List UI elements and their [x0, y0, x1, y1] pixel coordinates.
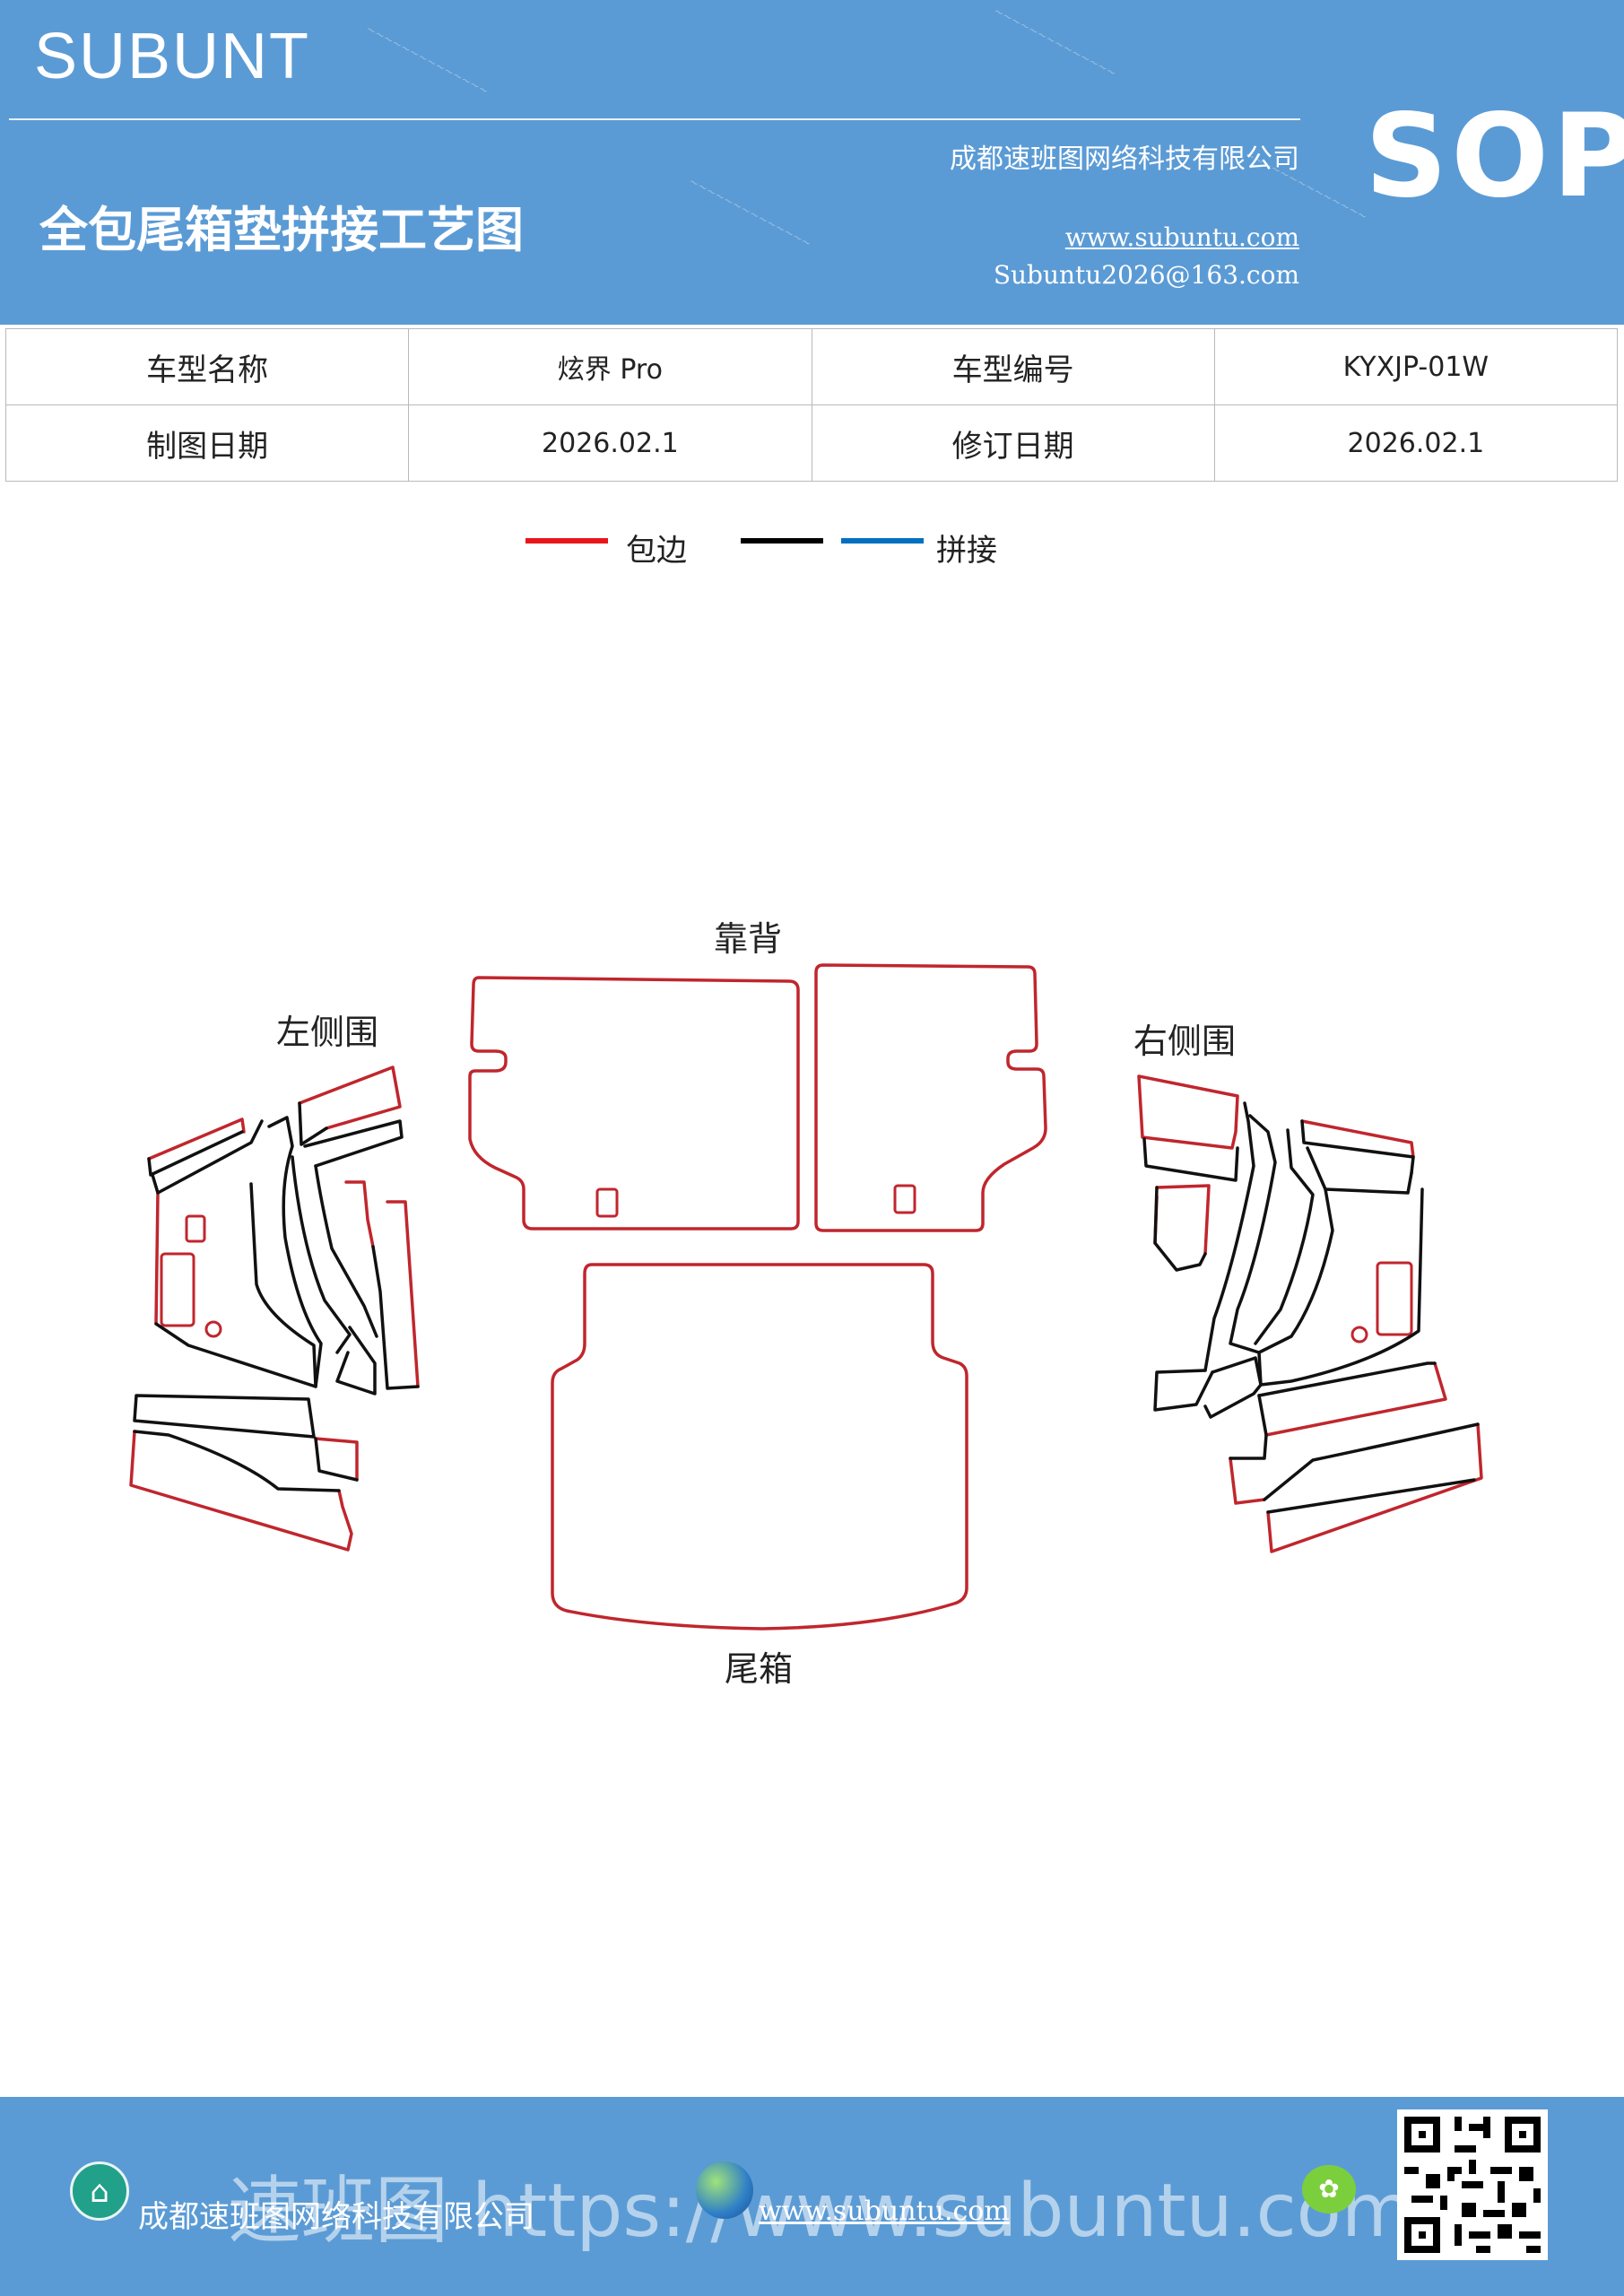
left-side-splice — [291, 1155, 352, 1354]
table-row: 车型名称 炫界 Pro 车型编号 KYXJP-01W — [4, 328, 1619, 405]
legend-edge-swatch — [525, 538, 608, 544]
right-side-splice — [1257, 1187, 1424, 1387]
left-side-splice — [133, 1430, 341, 1492]
right-side-splice — [1263, 1422, 1480, 1501]
left-side-splice — [147, 1130, 244, 1177]
header-divider — [9, 118, 1300, 120]
table-row: 制图日期 2026.02.1 修订日期 2026.02.1 — [4, 404, 1619, 482]
left-side-splice — [267, 1116, 323, 1388]
backrest-left-slot — [595, 1187, 619, 1218]
left-side-splice — [303, 1119, 404, 1168]
model-code-value: KYXJP-01W — [1213, 328, 1619, 405]
left-side-edge — [314, 1437, 359, 1482]
document-title: 全包尾箱垫拼接工艺图 — [39, 201, 524, 258]
left-side-edge — [298, 1065, 402, 1130]
left-side-hole — [160, 1252, 195, 1327]
footer-watermark: 速班图 https://www.subuntu.com — [228, 2169, 1413, 2254]
model-code-label: 车型编号 — [811, 328, 1215, 405]
right-side-splice — [1300, 1119, 1415, 1175]
right-side-splice — [1203, 1356, 1263, 1419]
left-side-splice — [154, 1182, 317, 1388]
right-side-edge — [1229, 1457, 1266, 1505]
header-website-link[interactable]: www.subuntu.com — [1064, 222, 1299, 252]
part-label-backrest: 靠背 — [714, 919, 783, 959]
right-side-splice — [1254, 1128, 1315, 1345]
right-side-splice — [1229, 1394, 1268, 1460]
building-icon: ⌂ — [70, 2161, 129, 2221]
header-email: Subuntu2026@163.com — [993, 260, 1299, 290]
right-side-splice — [1306, 1146, 1413, 1195]
right-side-splice — [1257, 1361, 1437, 1397]
left-side-splice — [371, 1245, 420, 1390]
globe-icon — [696, 2161, 753, 2219]
legend: 包边 拼接 — [0, 526, 1624, 570]
left-side-splice — [133, 1394, 316, 1439]
header-company: 成都速班图网络科技有限公司 — [950, 144, 1299, 175]
header-banner: SUBUNT 全包尾箱垫拼接工艺图 成都速班图网络科技有限公司 www.subu… — [0, 0, 1624, 325]
right-side-splice — [1266, 1478, 1476, 1514]
brand-logo: SUBUNT — [34, 21, 311, 92]
footer-website-link[interactable]: www.subuntu.com — [759, 2196, 1010, 2227]
right-side-splice — [1203, 1101, 1255, 1372]
left-side-edge — [344, 1180, 375, 1248]
left-side-splice — [335, 1326, 377, 1396]
legend-edge-label: 包边 — [626, 533, 687, 569]
left-side-hole — [204, 1320, 222, 1338]
left-side-hole — [185, 1214, 206, 1243]
left-side-splice — [314, 1164, 378, 1338]
legend-splice-black-swatch — [741, 538, 823, 544]
right-side-edge — [1155, 1184, 1211, 1256]
left-side-edge — [129, 1430, 353, 1552]
model-name-value: 炫界 Pro — [408, 328, 812, 405]
sop-badge: SOP — [1365, 90, 1624, 223]
right-side-hole — [1376, 1261, 1413, 1336]
right-side-hole — [1350, 1326, 1368, 1344]
draw-date-value: 2026.02.1 — [408, 404, 812, 482]
legend-splice-label: 拼接 — [936, 533, 997, 569]
backrest-right-panel — [814, 963, 1047, 1232]
revise-date-value: 2026.02.1 — [1213, 404, 1619, 482]
part-label-left-side: 左侧围 — [276, 1013, 379, 1052]
right-side-splice — [1153, 1186, 1207, 1272]
right-side-edge — [1137, 1074, 1239, 1150]
qr-code-icon[interactable] — [1397, 2109, 1548, 2260]
part-label-trunk: 尾箱 — [725, 1649, 794, 1689]
left-side-edge — [154, 1191, 160, 1326]
model-name-label: 车型名称 — [4, 328, 410, 405]
right-side-edge — [1266, 1422, 1483, 1553]
right-side-splice — [1153, 1369, 1214, 1412]
right-side-edge — [1264, 1361, 1447, 1437]
right-side-edge — [1300, 1119, 1415, 1159]
draw-date-label: 制图日期 — [4, 404, 410, 482]
left-side-edge — [147, 1118, 246, 1161]
right-side-splice — [1142, 1137, 1239, 1182]
footer-company: 成都速班图网络科技有限公司 — [138, 2199, 534, 2235]
left-side-edge — [386, 1200, 420, 1388]
info-table: 车型名称 炫界 Pro 车型编号 KYXJP-01W 制图日期 2026.02.… — [4, 328, 1619, 482]
part-label-right-side: 右侧围 — [1133, 1022, 1237, 1061]
backrest-right-slot — [893, 1184, 916, 1214]
left-side-splice — [314, 1437, 359, 1482]
legend-splice-blue-swatch — [841, 538, 924, 544]
trunk-panel — [551, 1263, 968, 1631]
right-side-splice — [1229, 1114, 1277, 1354]
footer-banner: 速班图 https://www.subuntu.com ⌂ 成都速班图网络科技有… — [0, 2097, 1624, 2296]
left-side-splice — [151, 1119, 264, 1195]
left-side-splice — [298, 1101, 328, 1146]
leaf-icon: ✿ — [1302, 2165, 1356, 2213]
revise-date-label: 修订日期 — [811, 404, 1215, 482]
backrest-left-panel — [468, 976, 800, 1231]
